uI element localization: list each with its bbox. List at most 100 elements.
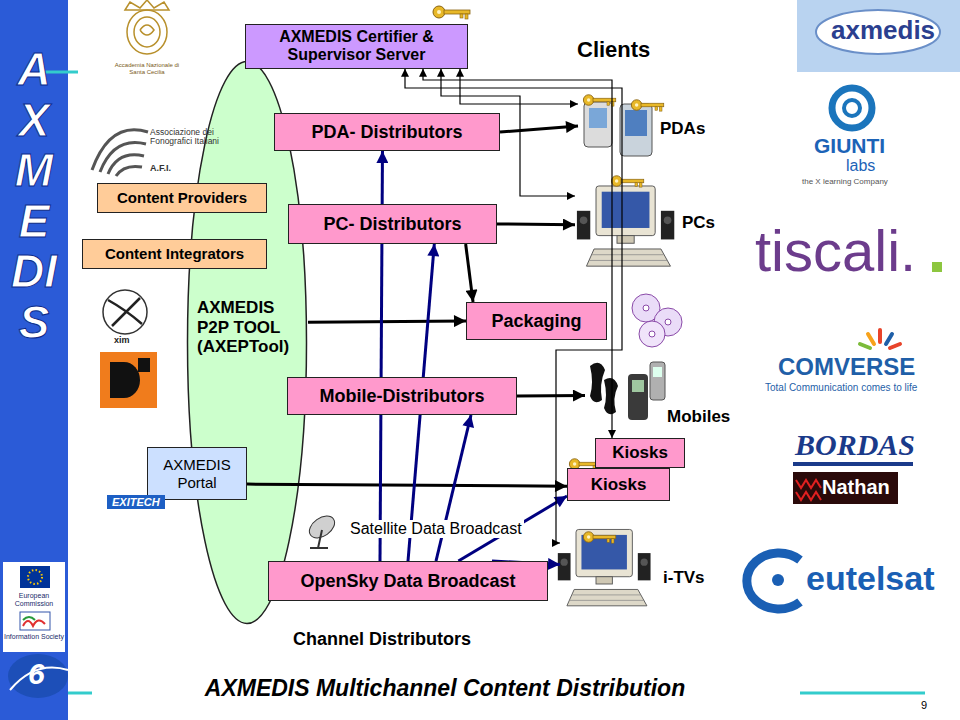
eu-logos bbox=[28, 570, 42, 584]
crest-logo bbox=[127, 10, 167, 54]
group-label: Channel Distributors bbox=[293, 630, 471, 650]
channel-label: Satellite Data Broadcast bbox=[348, 520, 524, 538]
node-text: PCs bbox=[682, 213, 715, 233]
node-text: AXMEDIS Certifier & Supervisor Server bbox=[252, 28, 461, 65]
giunti-logo bbox=[832, 88, 872, 128]
server-box: AXMEDIS Certifier & Supervisor Server bbox=[245, 24, 468, 69]
distributor-box: PC- Distributors bbox=[288, 204, 497, 244]
logo-text: EXITECH bbox=[107, 495, 165, 509]
axmedis-logo bbox=[816, 10, 940, 54]
crest-logo bbox=[125, 0, 169, 10]
mobile-icons bbox=[604, 378, 618, 414]
xim-logo bbox=[108, 298, 142, 326]
comverse-logo bbox=[860, 330, 900, 348]
client-device: i-TVs bbox=[560, 525, 709, 613]
node-text: OpenSky Data Broadcast bbox=[300, 571, 515, 592]
eu-logos bbox=[23, 617, 35, 620]
connector-arrow bbox=[247, 484, 567, 486]
giunti-logo bbox=[832, 88, 872, 128]
client-device: PDAs bbox=[578, 95, 709, 157]
pc-icon bbox=[577, 186, 674, 266]
connector-arrow bbox=[436, 415, 471, 561]
logo-text: axmedis bbox=[831, 16, 935, 45]
xim-logo bbox=[103, 290, 147, 334]
key-icons bbox=[631, 100, 663, 111]
key-icons bbox=[583, 95, 615, 106]
eu-logos bbox=[23, 620, 45, 626]
comverse-logo bbox=[860, 344, 870, 348]
tiscali-dot bbox=[932, 262, 942, 272]
bordas-nathan-logo bbox=[793, 472, 898, 504]
caption: AXMEDIS Multichannel Content Distributio… bbox=[100, 676, 790, 701]
eu-logos bbox=[20, 566, 50, 588]
process-box: Packaging bbox=[466, 302, 607, 340]
connector-arrow bbox=[497, 223, 575, 227]
axmedis-logo bbox=[797, 0, 960, 72]
logo-text: eutelsat bbox=[806, 560, 935, 597]
mobile-icons bbox=[590, 362, 665, 420]
logo-text: labs bbox=[846, 157, 875, 175]
afi-logo bbox=[116, 166, 142, 176]
portal-box: AXMEDIS Portal bbox=[147, 447, 247, 500]
pda-icons bbox=[620, 104, 652, 156]
side-bar bbox=[800, 692, 925, 695]
side-bar bbox=[68, 692, 92, 695]
logo-text: tiscali. bbox=[755, 222, 916, 280]
cd-icons bbox=[665, 319, 671, 325]
provider-box: Content Integrators bbox=[82, 239, 267, 269]
logo-text: Associazione dei Fonografici Italiani bbox=[150, 128, 220, 147]
xim-logo bbox=[103, 290, 147, 334]
d2-logo bbox=[110, 362, 140, 398]
mobile-icons bbox=[650, 362, 665, 400]
client-box: Kiosks bbox=[567, 468, 670, 501]
provider-box: Content Providers bbox=[97, 183, 267, 213]
afi-logo bbox=[108, 155, 144, 174]
bordas-nathan-logo bbox=[793, 462, 913, 466]
distributor-box: Mobile-Distributors bbox=[287, 377, 517, 415]
cd-icons bbox=[643, 305, 649, 311]
tiscali-dot bbox=[932, 262, 942, 272]
connector-arrow bbox=[308, 321, 466, 322]
d2-logo bbox=[100, 352, 157, 408]
node-text: Mobile-Distributors bbox=[320, 386, 485, 407]
eutelsat-logo bbox=[747, 553, 800, 609]
node-text: PDAs bbox=[660, 119, 705, 139]
logo-text: xim bbox=[114, 336, 130, 346]
satellite-dish bbox=[310, 547, 328, 549]
cd-icons bbox=[639, 321, 665, 347]
eu-logos bbox=[8, 654, 68, 698]
comverse-logo bbox=[886, 334, 892, 344]
comverse-logo bbox=[868, 334, 874, 344]
d2-logo bbox=[100, 352, 157, 408]
bordas-nathan-logo bbox=[793, 462, 913, 504]
pda-icons bbox=[589, 108, 607, 128]
pda-icons bbox=[584, 102, 652, 156]
node-text: Kiosks bbox=[591, 475, 647, 495]
key-icons bbox=[583, 532, 615, 543]
connector-arrow bbox=[466, 244, 473, 302]
client-box: Kiosks bbox=[595, 438, 685, 468]
cd-icons bbox=[649, 331, 655, 337]
client-device: PCs bbox=[575, 180, 719, 275]
comverse-logo bbox=[890, 344, 900, 348]
eu-logos bbox=[20, 612, 50, 630]
satellite-dish bbox=[305, 512, 338, 548]
eutelsat-logo bbox=[747, 553, 800, 609]
key-icons bbox=[611, 176, 643, 187]
vertical-title: AXMEDIS bbox=[11, 44, 57, 348]
logo-text: BORDAS bbox=[795, 428, 915, 461]
mobile-icons bbox=[590, 363, 605, 402]
logo-text: European Commission bbox=[4, 592, 64, 607]
mobile-icons bbox=[653, 367, 662, 377]
eutelsat-logo bbox=[772, 574, 784, 586]
client-device: Mobiles bbox=[585, 355, 734, 429]
logo-text: 6 bbox=[28, 657, 45, 690]
page-number: 9 bbox=[921, 699, 927, 711]
crest-logo bbox=[140, 25, 154, 35]
node-text: PDA- Distributors bbox=[311, 122, 462, 143]
logo-text: Total Communication comes to life bbox=[765, 382, 917, 393]
key-icons bbox=[433, 6, 470, 19]
bordas-nathan-logo bbox=[796, 480, 821, 500]
node-text: Content Integrators bbox=[105, 245, 244, 262]
satellite-dish bbox=[318, 530, 322, 548]
